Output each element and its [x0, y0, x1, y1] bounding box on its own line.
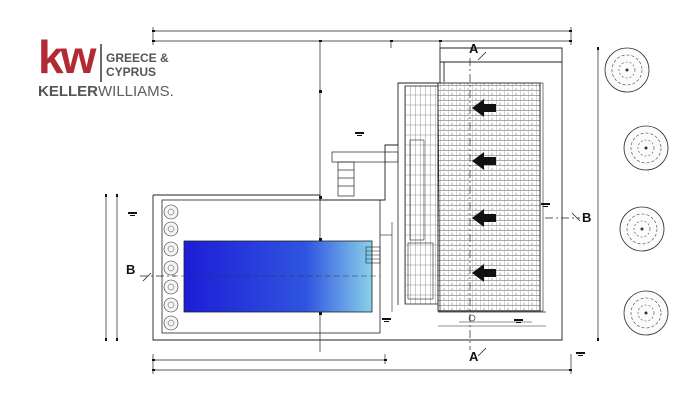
- roof-plan: [437, 82, 546, 327]
- section-label-b-right: B: [582, 210, 592, 225]
- terrace-deck: [397, 85, 439, 305]
- shrub-plan-icon: [163, 204, 179, 331]
- stairs: [331, 151, 399, 197]
- keller-williams-logo: kw GREECE & CYPRUS KELLERWILLIAMS.: [38, 34, 178, 104]
- logo-brand: KELLERWILLIAMS.: [38, 84, 174, 100]
- pool-area: [161, 199, 393, 334]
- logo-brand-bold: KELLER: [38, 83, 98, 100]
- left-arrow-icon: [472, 99, 496, 282]
- pool-water: [183, 240, 373, 313]
- bottom-dimension-ticks: [152, 359, 572, 371]
- logo-kw-mark: kw: [38, 31, 96, 83]
- section-label-b-left: B: [126, 262, 136, 277]
- bottom-dimension-lines: [152, 354, 572, 374]
- top-dimension-lines: [152, 27, 572, 48]
- logo-brand-light: WILLIAMS.: [98, 83, 174, 100]
- logo-region-line-2: CYPRUS: [106, 65, 157, 79]
- section-label-a-bottom: A: [469, 349, 479, 364]
- section-label-a-top: A: [469, 41, 479, 56]
- logo-region-line-1: GREECE &: [106, 51, 169, 65]
- tree-plan-icon: [604, 47, 669, 336]
- top-dimension-ticks: [152, 30, 572, 42]
- section-line-b: [140, 217, 580, 277]
- logo-divider: [100, 44, 102, 82]
- level-marks: [128, 132, 585, 356]
- side-dimension-ticks: [105, 47, 599, 341]
